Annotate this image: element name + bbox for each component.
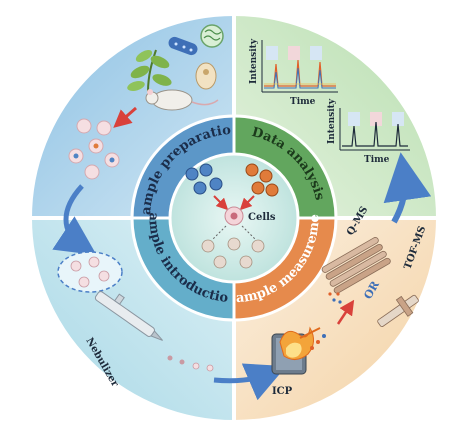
ion-dots <box>328 292 342 304</box>
arrow-meas-to-data <box>383 152 432 224</box>
labeled-cells-left <box>185 163 223 195</box>
tof-ms-icon <box>377 294 419 328</box>
prep-organisms <box>68 24 224 180</box>
arrow-intro-to-icp <box>213 363 287 401</box>
plot-2: Intensity Time <box>327 98 410 165</box>
bacterium-icon <box>168 36 198 56</box>
prep-cells-cluster <box>68 118 120 180</box>
yeast-cell-icon <box>195 62 217 90</box>
prep-arrow-red <box>113 106 137 128</box>
plot-1: Intensity Time <box>249 38 338 107</box>
quadrupole-ms-icon <box>321 237 391 294</box>
single-cells <box>201 237 265 269</box>
plot-1-xlabel: Time <box>290 97 316 107</box>
nebulizer-icon <box>94 291 163 341</box>
plant-icon <box>127 49 172 93</box>
droplet-stream <box>167 355 214 372</box>
arrow-prep-to-intro <box>52 184 97 256</box>
plot-2-xlabel: Time <box>364 155 390 165</box>
icp-label: ICP <box>272 386 293 397</box>
center-label-cells: Cells <box>248 212 276 223</box>
center-cell <box>224 206 244 226</box>
labeled-cells-right <box>245 163 279 197</box>
icp-to-ms-arrow <box>336 299 355 325</box>
cell-suspension-dashed <box>57 251 123 293</box>
plot-2-ylabel: Intensity <box>327 98 337 144</box>
mouse-icon <box>145 89 219 111</box>
icp-torch <box>271 326 326 375</box>
plot-1-ylabel: Intensity <box>249 38 259 84</box>
center-disk: Cells <box>168 152 300 284</box>
algae-cell-icon <box>200 24 224 48</box>
